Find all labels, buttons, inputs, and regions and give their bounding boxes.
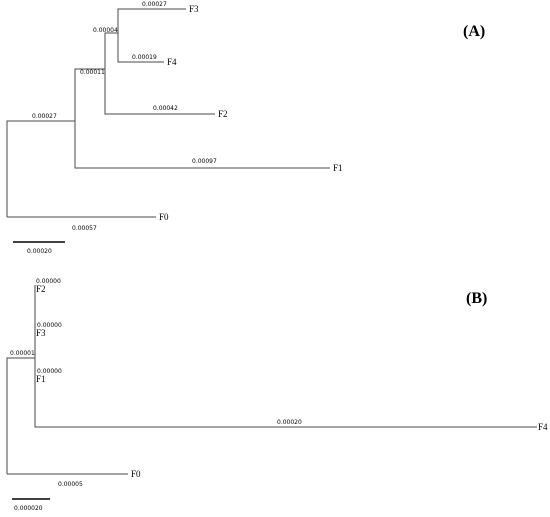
tree-a-branches: [6, 8, 330, 218]
tree-b-branches: [6, 285, 537, 475]
leaf-b-f2: F2: [36, 284, 46, 294]
branch-length-b-f4: 0.00020: [277, 419, 302, 426]
branch-length-a-f3: 0.00027: [142, 1, 167, 8]
branch-length-b-f0: 0.00005: [58, 481, 83, 488]
leaf-a-f3: F3: [189, 4, 199, 14]
branch-length-a-f3f4-node: 0.00004: [93, 27, 118, 34]
branch-length-b-root: 0.00001: [10, 350, 35, 357]
leaf-b-f0: F0: [131, 469, 141, 479]
branch-length-a-f0: 0.00057: [72, 225, 97, 232]
tree-panel-a: (A) 0.00027 0.00004 0.00019 0.00011 0.00…: [6, 1, 485, 255]
leaf-b-f4: F4: [538, 422, 548, 432]
leaf-b-f1: F1: [36, 374, 46, 384]
branch-length-b-f2: 0.00000: [36, 278, 61, 285]
branch-length-b-f1: 0.00000: [37, 368, 62, 375]
leaf-a-f1: F1: [333, 163, 343, 173]
branch-length-a-f2-node: 0.00011: [80, 69, 105, 76]
leaf-b-f3: F3: [36, 328, 46, 338]
tree-panel-b: (B) 0.00000 0.00000 0.00001 0.00000 0.00…: [6, 278, 548, 512]
branch-length-a-f4: 0.00019: [132, 54, 157, 61]
scale-bar-b-label: 0.000020: [14, 505, 43, 512]
panel-a-label: (A): [463, 23, 485, 40]
leaf-a-f0: F0: [159, 212, 169, 222]
branch-length-b-f3: 0.00000: [37, 322, 62, 329]
branch-length-a-root: 0.00027: [32, 113, 57, 120]
branch-length-a-f2: 0.00042: [153, 105, 178, 112]
scale-bar-a-label: 0.00020: [27, 248, 52, 255]
leaf-a-f2: F2: [218, 109, 228, 119]
leaf-a-f4: F4: [167, 57, 177, 67]
panel-b-label: (B): [466, 290, 487, 307]
branch-length-a-f1: 0.00097: [192, 158, 217, 165]
